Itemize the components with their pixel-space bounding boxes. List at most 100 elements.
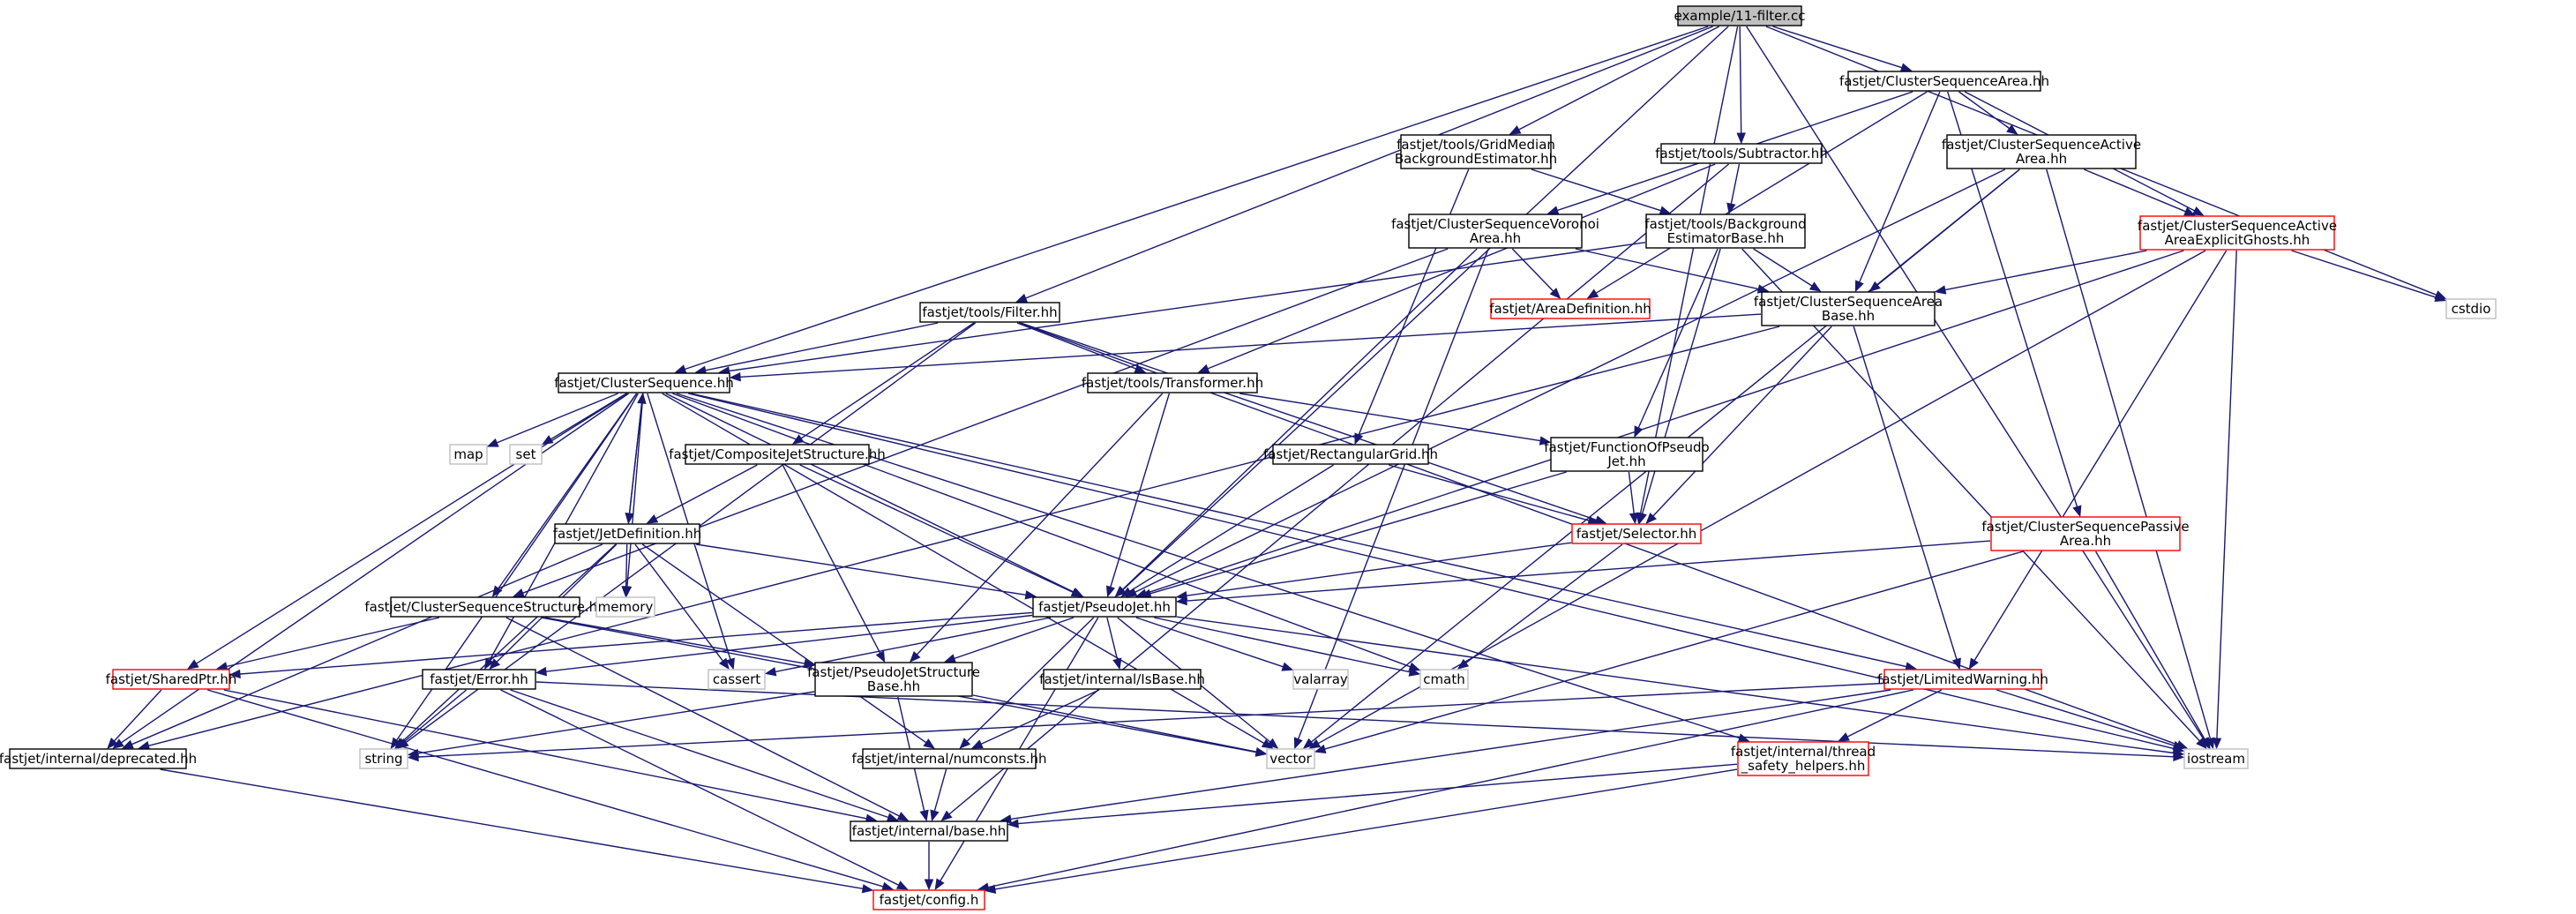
node-cstdio[interactable]: cstdio bbox=[2445, 298, 2497, 319]
node-jetdef[interactable]: fastjet/JetDefinition.hh bbox=[553, 523, 701, 544]
node-box[interactable] bbox=[1737, 741, 1869, 776]
node-box[interactable] bbox=[554, 523, 700, 544]
node-filter[interactable]: fastjet/tools/Filter.hh bbox=[919, 302, 1060, 323]
node-box[interactable] bbox=[595, 596, 655, 618]
node-areadef[interactable]: fastjet/AreaDefinition.hh bbox=[1489, 298, 1651, 319]
edge-line bbox=[1730, 163, 1741, 205]
node-lw[interactable]: fastjet/LimitedWarning.hh bbox=[1877, 669, 2048, 690]
edge-line bbox=[207, 689, 884, 888]
node-cassert[interactable]: cassert bbox=[708, 669, 766, 690]
node-valarray[interactable]: valarray bbox=[1292, 669, 1349, 690]
node-css[interactable]: fastjet/ClusterSequenceStructure.hh bbox=[364, 596, 606, 618]
node-iostream[interactable]: iostream bbox=[2183, 748, 2249, 769]
node-sub[interactable]: fastjet/tools/Subtractor.hh bbox=[1655, 143, 1828, 164]
node-box[interactable] bbox=[1660, 143, 1823, 164]
node-box[interactable] bbox=[359, 748, 408, 769]
node-cs[interactable]: fastjet/ClusterSequence.hh bbox=[554, 372, 734, 393]
node-box[interactable] bbox=[1087, 372, 1258, 393]
node-box[interactable] bbox=[1266, 748, 1315, 769]
node-box[interactable] bbox=[1847, 71, 2041, 92]
node-sel[interactable]: fastjet/Selector.hh bbox=[1571, 523, 1702, 544]
node-box[interactable] bbox=[558, 372, 730, 393]
node-numc[interactable]: fastjet/internal/numconsts.hh bbox=[852, 748, 1047, 769]
node-box[interactable] bbox=[685, 444, 870, 465]
edge-cs-to-map bbox=[486, 393, 618, 447]
node-trans[interactable]: fastjet/tools/Transformer.hh bbox=[1082, 372, 1263, 393]
node-box[interactable] bbox=[872, 889, 985, 910]
node-box[interactable] bbox=[1490, 298, 1651, 319]
node-box[interactable] bbox=[509, 444, 543, 465]
node-box[interactable] bbox=[1408, 214, 1583, 249]
node-box[interactable] bbox=[1292, 669, 1349, 690]
node-box[interactable] bbox=[1645, 214, 1806, 249]
node-csa[interactable]: fastjet/ClusterSequenceArea.hh bbox=[1839, 71, 2049, 92]
node-config[interactable]: fastjet/config.h bbox=[872, 889, 985, 910]
node-box[interactable] bbox=[1400, 134, 1552, 169]
node-label: fastjet/tools/Subtractor.hh bbox=[1655, 146, 1827, 161]
node-box[interactable] bbox=[1946, 134, 2137, 169]
node-box[interactable] bbox=[9, 748, 187, 769]
edge-line bbox=[933, 768, 947, 812]
node-box[interactable] bbox=[2139, 215, 2335, 251]
node-memory[interactable]: memory bbox=[595, 596, 655, 618]
node-box[interactable] bbox=[1419, 669, 1469, 690]
node-gmbe[interactable]: fastjet/tools/GridMedianBackgroundEstima… bbox=[1395, 134, 1557, 169]
node-err[interactable]: fastjet/Error.hh bbox=[422, 669, 536, 690]
edge-line bbox=[1176, 616, 2175, 754]
edge-line bbox=[196, 393, 628, 664]
node-box[interactable] bbox=[2445, 298, 2497, 319]
node-box[interactable] bbox=[1677, 5, 1802, 26]
node-box[interactable] bbox=[390, 596, 580, 618]
node-isbase[interactable]: fastjet/internal/IsBase.hh bbox=[1039, 669, 1205, 690]
edge-pj-to-pjsb bbox=[944, 617, 1075, 663]
node-box[interactable] bbox=[1990, 516, 2181, 551]
node-box[interactable] bbox=[449, 444, 488, 465]
node-box[interactable] bbox=[862, 748, 1037, 769]
node-box[interactable] bbox=[1550, 437, 1704, 472]
node-cmath[interactable]: cmath bbox=[1419, 669, 1469, 690]
edge-line bbox=[954, 617, 1075, 660]
edge-isbase-to-numc bbox=[970, 689, 1100, 749]
node-box[interactable] bbox=[2183, 748, 2249, 769]
node-map[interactable]: map bbox=[449, 444, 488, 465]
edge-arrowhead bbox=[228, 669, 241, 679]
node-box[interactable] bbox=[850, 820, 1008, 842]
node-sptr[interactable]: fastjet/SharedPtr.hh bbox=[106, 669, 237, 690]
node-depr[interactable]: fastjet/internal/deprecated.hh bbox=[0, 748, 197, 769]
edge-line bbox=[1846, 689, 1943, 738]
node-tsh[interactable]: fastjet/internal/thread_safety_helpers.h… bbox=[1731, 741, 1876, 776]
node-vector[interactable]: vector bbox=[1266, 748, 1315, 769]
node-rgrid[interactable]: fastjet/RectangularGrid.hh bbox=[1263, 444, 1438, 465]
node-base[interactable]: fastjet/internal/base.hh bbox=[850, 820, 1008, 842]
node-box[interactable] bbox=[919, 302, 1060, 323]
edge-cjs-to-pj bbox=[799, 464, 1083, 597]
node-box[interactable] bbox=[1032, 596, 1177, 618]
node-csaaeg[interactable]: fastjet/ClusterSequenceActiveAreaExplici… bbox=[2138, 215, 2337, 251]
edge-root-to-gmbe bbox=[1509, 26, 1720, 135]
edge-arrowhead bbox=[1854, 280, 1864, 293]
node-box[interactable] bbox=[814, 662, 973, 697]
node-set[interactable]: set bbox=[509, 444, 543, 465]
edge-line bbox=[948, 163, 1730, 815]
node-cjs[interactable]: fastjet/CompositeJetStructure.hh bbox=[669, 444, 886, 465]
node-box[interactable] bbox=[1272, 444, 1429, 465]
node-box[interactable] bbox=[708, 669, 766, 690]
node-pj[interactable]: fastjet/PseudoJet.hh bbox=[1032, 596, 1177, 618]
node-string[interactable]: string bbox=[359, 748, 408, 769]
edge-line bbox=[1739, 26, 1742, 134]
node-box[interactable] bbox=[1043, 669, 1202, 690]
node-box[interactable] bbox=[1761, 291, 1936, 326]
node-root[interactable]: example/11-filter.cc bbox=[1674, 5, 1806, 26]
edge-line bbox=[1010, 689, 1891, 820]
node-box[interactable] bbox=[1883, 669, 2042, 690]
node-box[interactable] bbox=[112, 669, 230, 690]
node-box[interactable] bbox=[422, 669, 536, 690]
node-box[interactable] bbox=[1571, 523, 1702, 544]
